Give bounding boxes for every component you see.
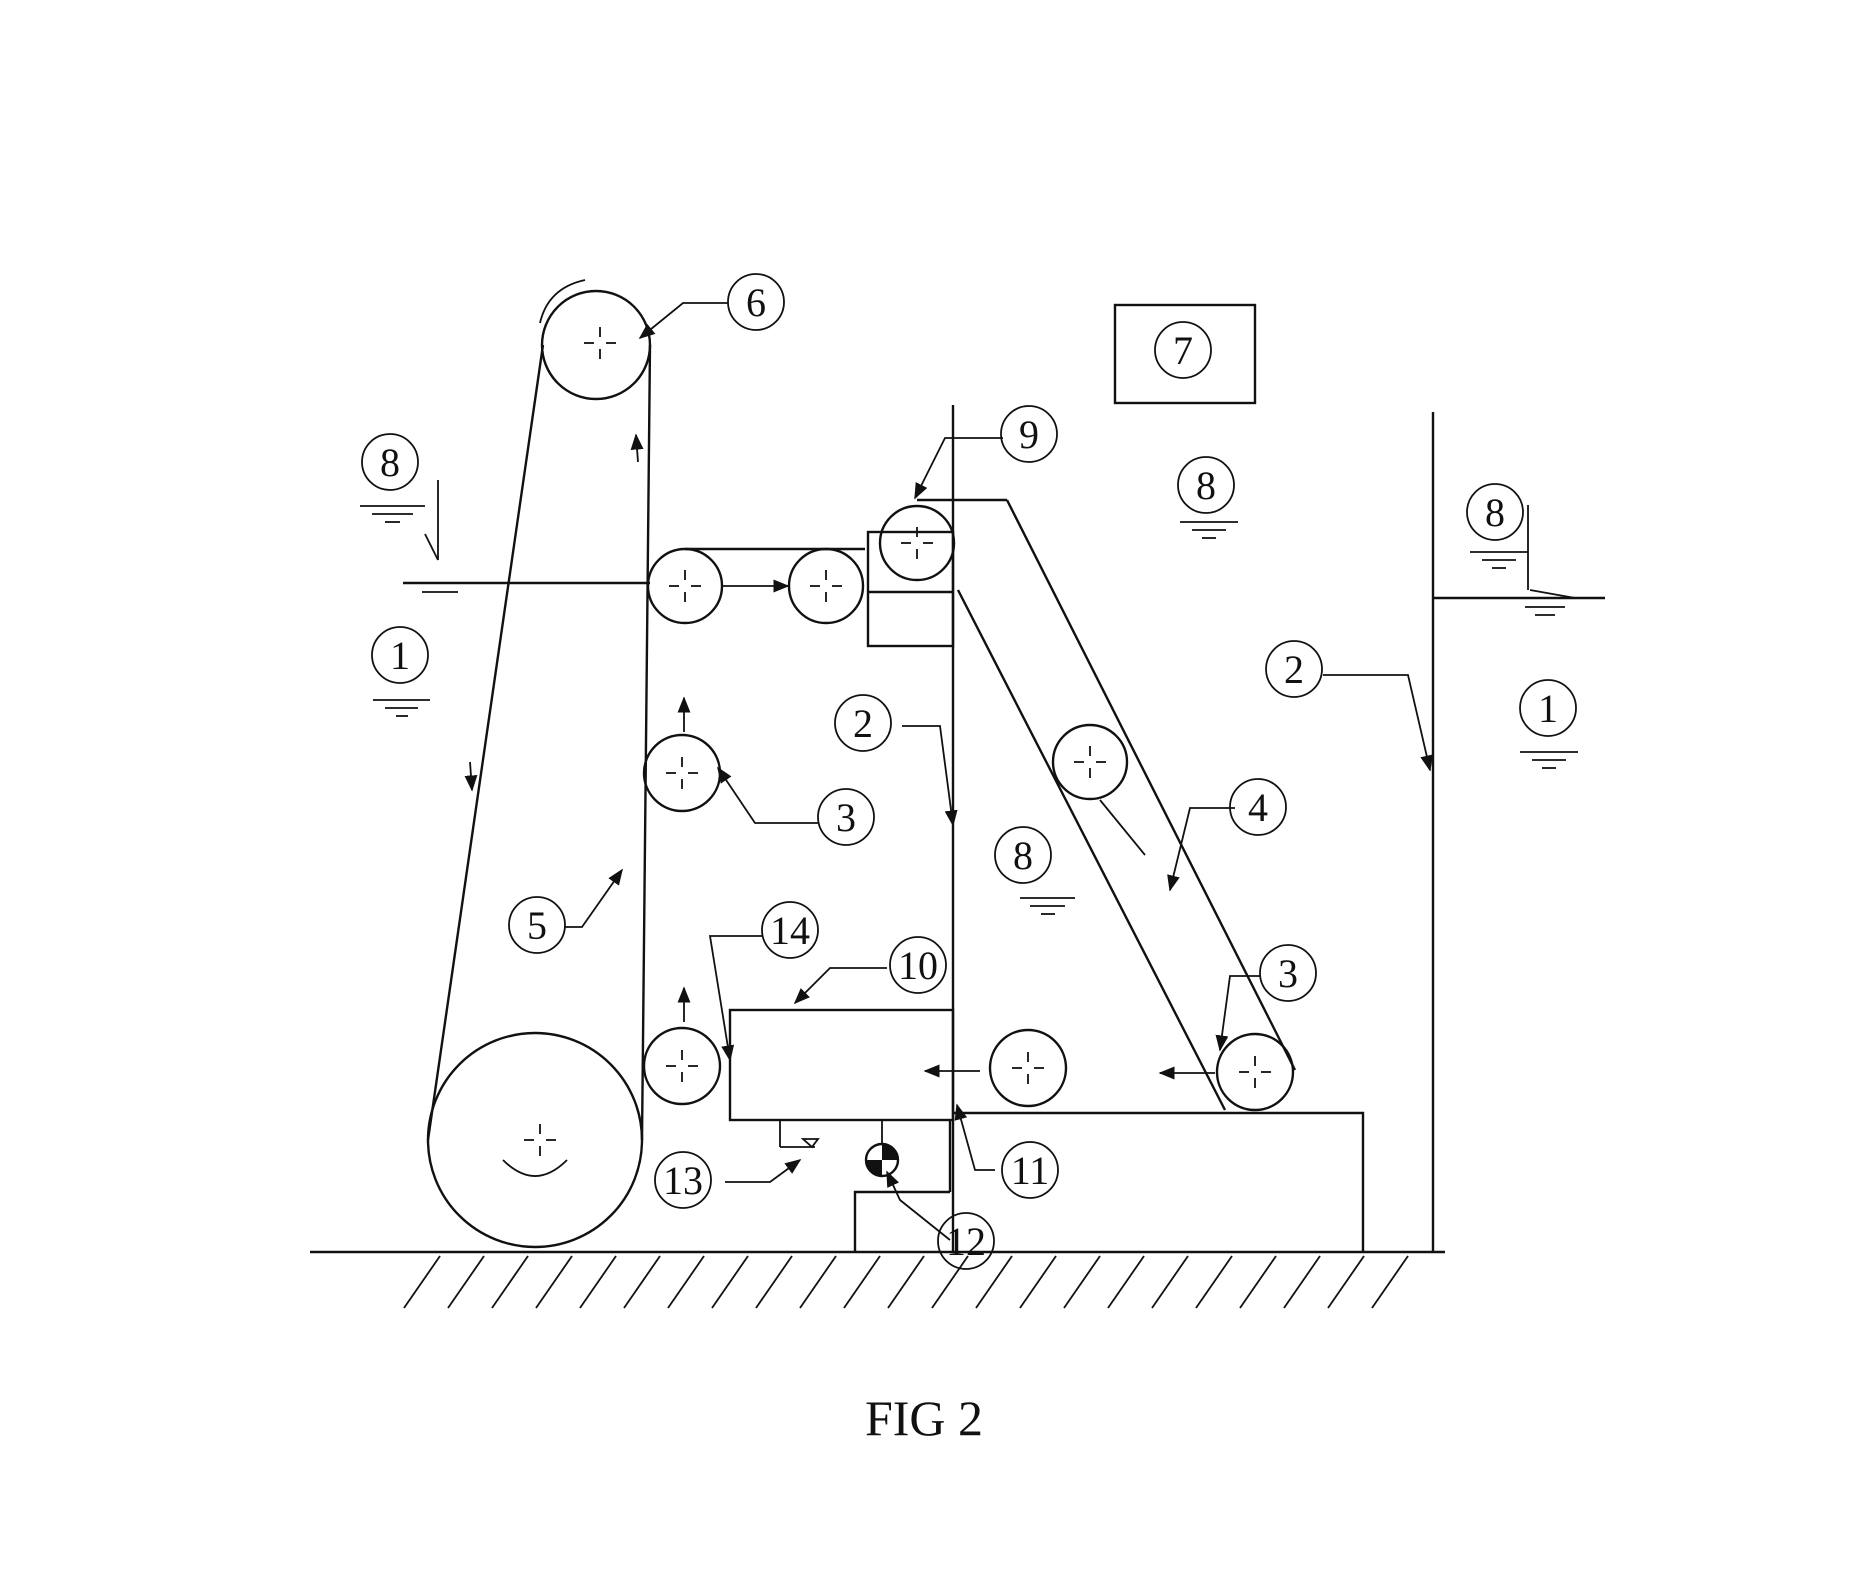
label-9: 9 [1019,412,1039,457]
label-8-left: 8 [380,440,400,485]
inclined-conveyor [917,498,1297,1112]
tank-and-base [728,1008,1365,1252]
large-drum [426,1031,644,1249]
label-10: 10 [898,943,938,988]
ground-hatch-line [799,1255,837,1309]
ground-hatch-line [623,1255,661,1309]
control-box-7 [1113,303,1257,405]
label-2-left: 2 [853,701,873,746]
label-1-right: 1 [1538,686,1558,731]
leader-lines [565,302,1434,1241]
label-8-right: 8 [1485,490,1505,535]
ground-hatch-line [1063,1255,1101,1309]
ground-hatch-line [711,1255,749,1309]
label-4: 4 [1248,785,1268,830]
roller-9 [878,504,956,582]
ground-hatch-line [887,1255,925,1309]
water-level-left [403,480,650,593]
ground-hatch-line [1239,1255,1277,1309]
label-6: 6 [746,280,766,325]
label-11: 11 [1011,1148,1050,1193]
label-7: 7 [1173,328,1193,373]
ground-hatch-line [667,1255,705,1309]
label-5: 5 [527,903,547,948]
upper-roller-train [646,504,956,648]
left-rollers [642,696,1215,1108]
label-12: 12 [946,1219,986,1264]
label-13: 13 [663,1158,703,1203]
label-3-left: 3 [836,795,856,840]
ground-hatch-line [491,1255,529,1309]
ground-hatch-line [1195,1255,1233,1309]
roller-3-left [642,733,722,813]
label-circles [361,273,1577,1270]
tank-10 [728,1008,955,1122]
ground [310,1250,1445,1309]
ground-hatch-line [1371,1255,1409,1309]
ground-hatch-line [1327,1255,1365,1309]
walls [951,405,1605,1252]
ground-hatch-line [1283,1255,1321,1309]
ground-hatch-line [1019,1255,1057,1309]
top-pulley-6 [540,289,652,401]
label-14: 14 [770,908,810,953]
level-symbols [360,505,1578,915]
label-texts: 6 9 8 8 8 1 1 2 2 7 3 4 8 5 14 10 3 11 1… [380,280,1558,1264]
ground-hatch-line [755,1255,793,1309]
ground-hatch-line [403,1255,441,1309]
belt-right [640,344,652,1141]
figure-caption: FIG 2 [865,1390,983,1446]
belt-left [426,344,545,1141]
ground-hatch-line [1107,1255,1145,1309]
ground-hatch-line [579,1255,617,1309]
ground-hatch-line [1151,1255,1189,1309]
ground-hatch-line [447,1255,485,1309]
ground-hatch-line [975,1255,1013,1309]
label-3-right: 3 [1278,951,1298,996]
label-8-top: 8 [1196,463,1216,508]
label-8-mid: 8 [1013,833,1033,878]
label-2-right: 2 [1284,647,1304,692]
ground-hatch-line [931,1255,969,1309]
belt-drive [426,279,652,1249]
label-1-left: 1 [390,633,410,678]
ground-hatch-line [535,1255,573,1309]
lower-roller-3 [1215,1032,1295,1112]
ground-hatch-line [843,1255,881,1309]
